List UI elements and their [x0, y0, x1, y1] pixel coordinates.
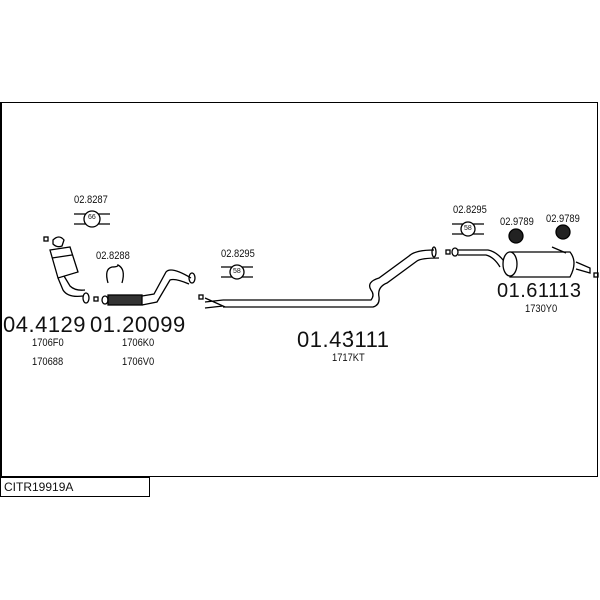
rubber-hanger-icon — [508, 228, 524, 244]
hardware-label: 02.9789 — [546, 213, 580, 225]
part-number: 01.43111 — [297, 327, 390, 352]
clamp-icon — [452, 221, 484, 237]
diagram-code: CITR19919A — [0, 477, 150, 497]
clamp-icon — [74, 210, 110, 228]
part-ref: 1730Y0 — [525, 303, 558, 315]
hardware-label: 02.8295 — [221, 248, 255, 260]
hardware-label: 02.8288 — [96, 250, 130, 262]
part-number: 01.20099 — [90, 312, 186, 337]
clamp-icon — [221, 264, 253, 280]
rear-silencer-drawing — [445, 246, 599, 278]
diagram-frame — [0, 102, 598, 477]
hardware-label: 02.8295 — [453, 204, 487, 216]
hardware-badge: 58 — [464, 225, 472, 232]
hardware-badge: 66 — [88, 214, 96, 221]
hardware-badge: 58 — [233, 268, 241, 275]
catalytic-converter-drawing — [43, 236, 90, 304]
hardware-label: 02.8287 — [74, 194, 108, 206]
part-ref: 1706F0 — [32, 337, 64, 349]
part-ref: 1706K0 — [122, 337, 155, 349]
part-number: 01.61113 — [497, 280, 582, 302]
part-ref: 1717KT — [332, 352, 365, 364]
rubber-hanger-icon — [555, 224, 571, 240]
hardware-label: 02.9789 — [500, 216, 534, 228]
front-pipe-drawing — [93, 269, 196, 306]
part-ref: 1706V0 — [122, 356, 155, 368]
middle-pipe-drawing — [198, 246, 440, 309]
part-number: 04.4129 — [3, 312, 87, 337]
gasket-icon — [106, 263, 124, 284]
part-ref: 170688 — [32, 356, 64, 368]
